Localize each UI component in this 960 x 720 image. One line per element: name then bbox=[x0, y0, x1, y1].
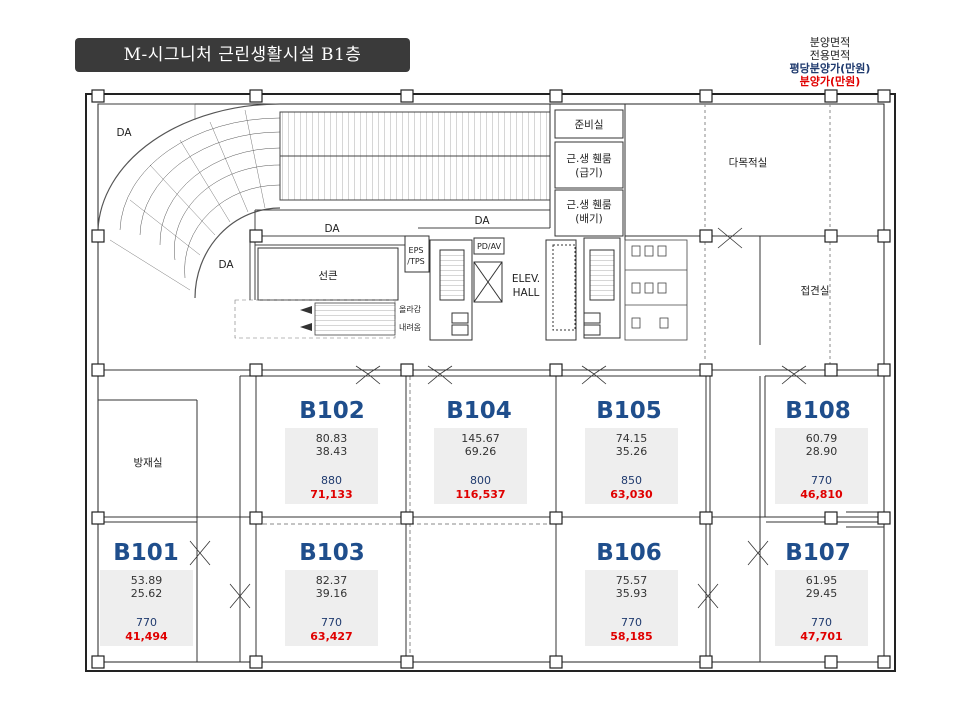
core bbox=[404, 235, 621, 341]
unit-name: B105 bbox=[596, 398, 662, 424]
unit-sale-price: 71,133 bbox=[310, 488, 352, 501]
unit-name: B103 bbox=[299, 540, 365, 566]
unit-info-box bbox=[100, 570, 193, 646]
label-ramp-up: 올라감 bbox=[399, 304, 422, 314]
columns bbox=[91, 89, 891, 669]
unit-name: B102 bbox=[299, 398, 365, 424]
unit-sale-area: 75.57 bbox=[616, 574, 648, 587]
label-da-3: DA bbox=[324, 223, 340, 235]
unit-name: B108 bbox=[785, 398, 851, 424]
unit-name: B101 bbox=[113, 540, 179, 566]
unit-exclusive-area: 69.26 bbox=[465, 445, 497, 458]
unit-info-box bbox=[775, 428, 868, 504]
price-legend: 분양면적 전용면적 평당분양가(만원) 분양가(만원) bbox=[760, 36, 900, 88]
unit-exclusive-area: 29.45 bbox=[806, 587, 838, 600]
unit-sale-price: 47,701 bbox=[800, 630, 842, 643]
curved-stair bbox=[97, 103, 281, 299]
label-fan-supply-1: 근.생 휀룸 bbox=[566, 153, 612, 165]
unit-info-box bbox=[285, 570, 378, 646]
unit-sale-area: 82.37 bbox=[316, 574, 348, 587]
unit-name: B104 bbox=[446, 398, 512, 424]
legend-sale-price: 분양가(만원) bbox=[799, 75, 861, 88]
label-da-2: DA bbox=[474, 215, 490, 227]
main-stair bbox=[279, 111, 551, 201]
label-disaster-room: 방재실 bbox=[134, 457, 163, 469]
label-tps: /TPS bbox=[407, 257, 424, 266]
label-elev-hall-1: ELEV. bbox=[512, 273, 540, 285]
unit-sale-area: 61.95 bbox=[806, 574, 838, 587]
unit-name: B107 bbox=[785, 540, 851, 566]
unit-sale-price: 46,810 bbox=[800, 488, 843, 501]
legend-sale-area: 분양면적 bbox=[809, 36, 851, 49]
unit-price-per-pyeong: 770 bbox=[811, 474, 832, 487]
label-sunken: 선큰 bbox=[318, 270, 338, 282]
unit-name: B106 bbox=[596, 540, 662, 566]
unit-sale-area: 53.89 bbox=[131, 574, 163, 587]
unit-price-per-pyeong: 850 bbox=[621, 474, 642, 487]
unit-info-box bbox=[434, 428, 527, 504]
unit-price-per-pyeong: 880 bbox=[321, 474, 342, 487]
unit-price-per-pyeong: 770 bbox=[621, 616, 642, 629]
unit-sale-area: 80.83 bbox=[316, 432, 348, 445]
unit-info-box bbox=[585, 428, 678, 504]
unit-exclusive-area: 25.62 bbox=[131, 587, 163, 600]
unit-exclusive-area: 28.90 bbox=[806, 445, 838, 458]
label-multipurpose: 다목적실 bbox=[729, 157, 768, 169]
unit-sale-area: 145.67 bbox=[461, 432, 500, 445]
unit-sale-area: 74.15 bbox=[616, 432, 648, 445]
doors bbox=[189, 227, 807, 609]
label-eps: EPS bbox=[409, 246, 424, 255]
unit-sale-area: 60.79 bbox=[806, 432, 838, 445]
sunken-area bbox=[234, 247, 399, 339]
unit-exclusive-area: 35.26 bbox=[616, 445, 648, 458]
label-fan-supply-2: (급기) bbox=[575, 167, 603, 179]
unit-sale-price: 63,427 bbox=[310, 630, 352, 643]
label-pdav: PD/AV bbox=[477, 242, 502, 251]
label-junbi: 준비실 bbox=[575, 119, 604, 131]
unit-sale-price: 41,494 bbox=[125, 630, 168, 643]
unit-price-per-pyeong: 770 bbox=[136, 616, 157, 629]
unit-price-per-pyeong: 770 bbox=[811, 616, 832, 629]
label-fan-exhaust-1: 근.생 휀룸 bbox=[566, 199, 612, 211]
unit-exclusive-area: 35.93 bbox=[616, 587, 648, 600]
unit-info-box bbox=[585, 570, 678, 646]
unit-info-box bbox=[285, 428, 378, 504]
label-reception: 접견실 bbox=[801, 285, 830, 297]
unit-sale-price: 63,030 bbox=[610, 488, 653, 501]
unit-sale-price: 116,537 bbox=[455, 488, 505, 501]
unit-price-per-pyeong: 800 bbox=[470, 474, 491, 487]
label-da-4: DA bbox=[218, 259, 234, 271]
toilets bbox=[624, 239, 688, 341]
unit-exclusive-area: 39.16 bbox=[316, 587, 348, 600]
legend-exclusive-area: 전용면적 bbox=[809, 49, 851, 62]
label-elev-hall-2: HALL bbox=[513, 287, 540, 299]
page-title: M-시그니처 근린생활시설 B1층 bbox=[75, 38, 410, 72]
label-ramp-down: 내려옴 bbox=[399, 322, 421, 332]
corridor-lines bbox=[249, 209, 550, 300]
label-da-1: DA bbox=[116, 127, 132, 139]
unit-exclusive-area: 38.43 bbox=[316, 445, 348, 458]
legend-price-per-pyeong: 평당분양가(만원) bbox=[789, 62, 871, 75]
label-fan-exhaust-2: (배기) bbox=[575, 213, 603, 225]
unit-price-per-pyeong: 770 bbox=[321, 616, 342, 629]
unit-info-box bbox=[775, 570, 868, 646]
unit-sale-price: 58,185 bbox=[610, 630, 652, 643]
outer-walls bbox=[85, 93, 896, 672]
